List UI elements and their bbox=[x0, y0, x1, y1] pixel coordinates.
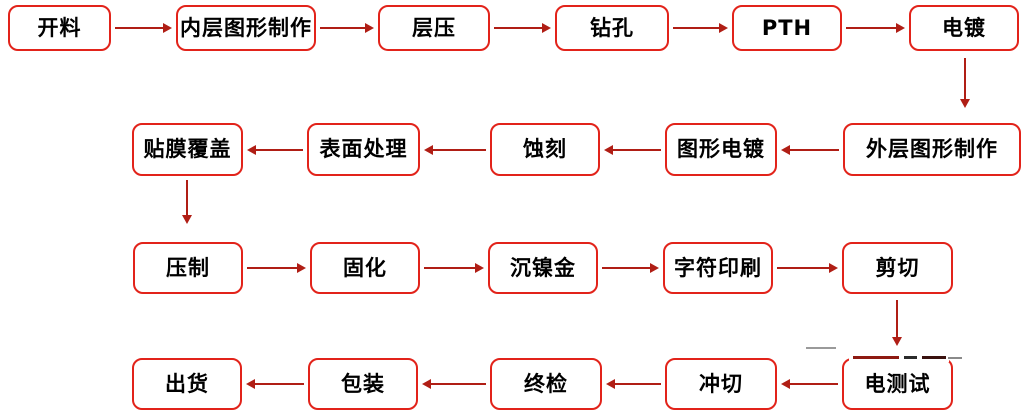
flow-node-shearing: 剪切 bbox=[842, 242, 953, 294]
arrow-shaft bbox=[673, 27, 720, 30]
flow-node-packaging: 包装 bbox=[308, 358, 418, 410]
arrow-shaft bbox=[430, 383, 486, 386]
arrowhead-icon bbox=[542, 23, 551, 33]
flow-node-label: 表面处理 bbox=[319, 137, 408, 161]
flow-node-pressing: 压制 bbox=[133, 242, 243, 294]
flow-node-label: 字符印刷 bbox=[674, 255, 762, 280]
arrowhead-icon bbox=[475, 263, 484, 273]
flow-node-label: 固化 bbox=[343, 255, 387, 280]
flow-node-label: 层压 bbox=[412, 15, 456, 40]
flow-node-inner-layer-imaging: 内层图形制作 bbox=[176, 5, 316, 51]
flow-node-label: 沉镍金 bbox=[510, 255, 576, 280]
arrow-shaft bbox=[255, 149, 303, 152]
arrowhead-icon bbox=[182, 215, 192, 224]
arrow-shaft bbox=[115, 27, 164, 30]
flow-node-pth: PTH bbox=[732, 5, 842, 51]
flow-node-label: 电测试 bbox=[864, 371, 931, 396]
flow-node-label: 内层图形制作 bbox=[180, 15, 312, 40]
arrowhead-icon bbox=[896, 23, 905, 33]
arrowhead-icon bbox=[297, 263, 306, 273]
flow-node-drilling: 钻孔 bbox=[555, 5, 669, 51]
arrowhead-icon bbox=[650, 263, 659, 273]
arrow-shaft bbox=[789, 149, 839, 152]
arrowhead-icon bbox=[422, 379, 431, 389]
arrowhead-icon bbox=[892, 337, 902, 346]
arrowhead-icon bbox=[163, 23, 172, 33]
flow-node-shipping: 出货 bbox=[132, 358, 242, 410]
arrow-shaft bbox=[896, 300, 899, 338]
arrowhead-icon bbox=[781, 379, 790, 389]
watermark-remnant bbox=[948, 357, 962, 359]
arrow-shaft bbox=[320, 27, 366, 30]
flow-node-label: 开料 bbox=[37, 15, 82, 40]
flow-node-electrical-test: 电测试 bbox=[842, 358, 953, 410]
flow-node-legend-printing: 字符印刷 bbox=[663, 242, 773, 294]
arrow-shaft bbox=[789, 383, 838, 386]
flow-node-punching: 冲切 bbox=[665, 358, 777, 410]
arrow-shaft bbox=[602, 267, 651, 270]
flow-node-lamination: 层压 bbox=[378, 5, 490, 51]
arrow-shaft bbox=[614, 383, 661, 386]
flow-node-label: 冲切 bbox=[699, 371, 743, 396]
arrow-shaft bbox=[612, 149, 661, 152]
flow-node-enig: 沉镍金 bbox=[488, 242, 598, 294]
watermark-remnant bbox=[904, 356, 917, 359]
flow-node-label: 出货 bbox=[165, 371, 209, 396]
arrowhead-icon bbox=[365, 23, 374, 33]
arrowhead-icon bbox=[606, 379, 615, 389]
arrowhead-icon bbox=[960, 99, 970, 108]
arrowhead-icon bbox=[424, 145, 433, 155]
watermark-remnant bbox=[849, 352, 949, 362]
arrowhead-icon bbox=[719, 23, 728, 33]
arrowhead-icon bbox=[604, 145, 613, 155]
flow-node-label: 外层图形制作 bbox=[866, 137, 998, 161]
arrowhead-icon bbox=[247, 145, 256, 155]
flow-node-curing: 固化 bbox=[310, 242, 420, 294]
arrow-shaft bbox=[254, 383, 304, 386]
arrow-shaft bbox=[247, 267, 298, 270]
watermark-remnant bbox=[853, 356, 899, 359]
flow-node-label: 压制 bbox=[166, 255, 210, 280]
arrowhead-icon bbox=[246, 379, 255, 389]
arrow-shaft bbox=[846, 27, 897, 30]
flow-node-outer-layer-imaging: 外层图形制作 bbox=[843, 123, 1021, 176]
flow-node-plating: 电镀 bbox=[909, 5, 1019, 51]
flow-node-label: 贴膜覆盖 bbox=[143, 137, 232, 161]
flow-node-etching: 蚀刻 bbox=[490, 123, 600, 176]
flow-node-film-covering: 贴膜覆盖 bbox=[132, 123, 243, 176]
flow-node-final-inspection: 终检 bbox=[490, 358, 602, 410]
flow-node-label: 剪切 bbox=[875, 255, 920, 280]
watermark-remnant bbox=[922, 356, 946, 359]
flow-node-label: 包装 bbox=[341, 371, 385, 396]
flow-node-surface-finish: 表面处理 bbox=[307, 123, 420, 176]
flow-node-label: 图形电镀 bbox=[677, 137, 765, 161]
flow-node-label: 电镀 bbox=[942, 15, 986, 40]
arrow-shaft bbox=[186, 180, 189, 216]
flow-node-label: 蚀刻 bbox=[523, 137, 567, 161]
arrow-shaft bbox=[777, 267, 830, 270]
arrow-shaft bbox=[424, 267, 476, 270]
flow-node-cutting: 开料 bbox=[8, 5, 111, 51]
flow-node-label: PTH bbox=[761, 15, 813, 40]
arrowhead-icon bbox=[781, 145, 790, 155]
flow-node-label: 终检 bbox=[524, 371, 568, 396]
watermark-remnant bbox=[806, 347, 836, 349]
arrow-shaft bbox=[432, 149, 486, 152]
arrowhead-icon bbox=[829, 263, 838, 273]
flow-node-pattern-plating: 图形电镀 bbox=[665, 123, 777, 176]
arrow-shaft bbox=[964, 58, 967, 100]
flow-node-label: 钻孔 bbox=[590, 15, 634, 40]
arrow-shaft bbox=[494, 27, 543, 30]
